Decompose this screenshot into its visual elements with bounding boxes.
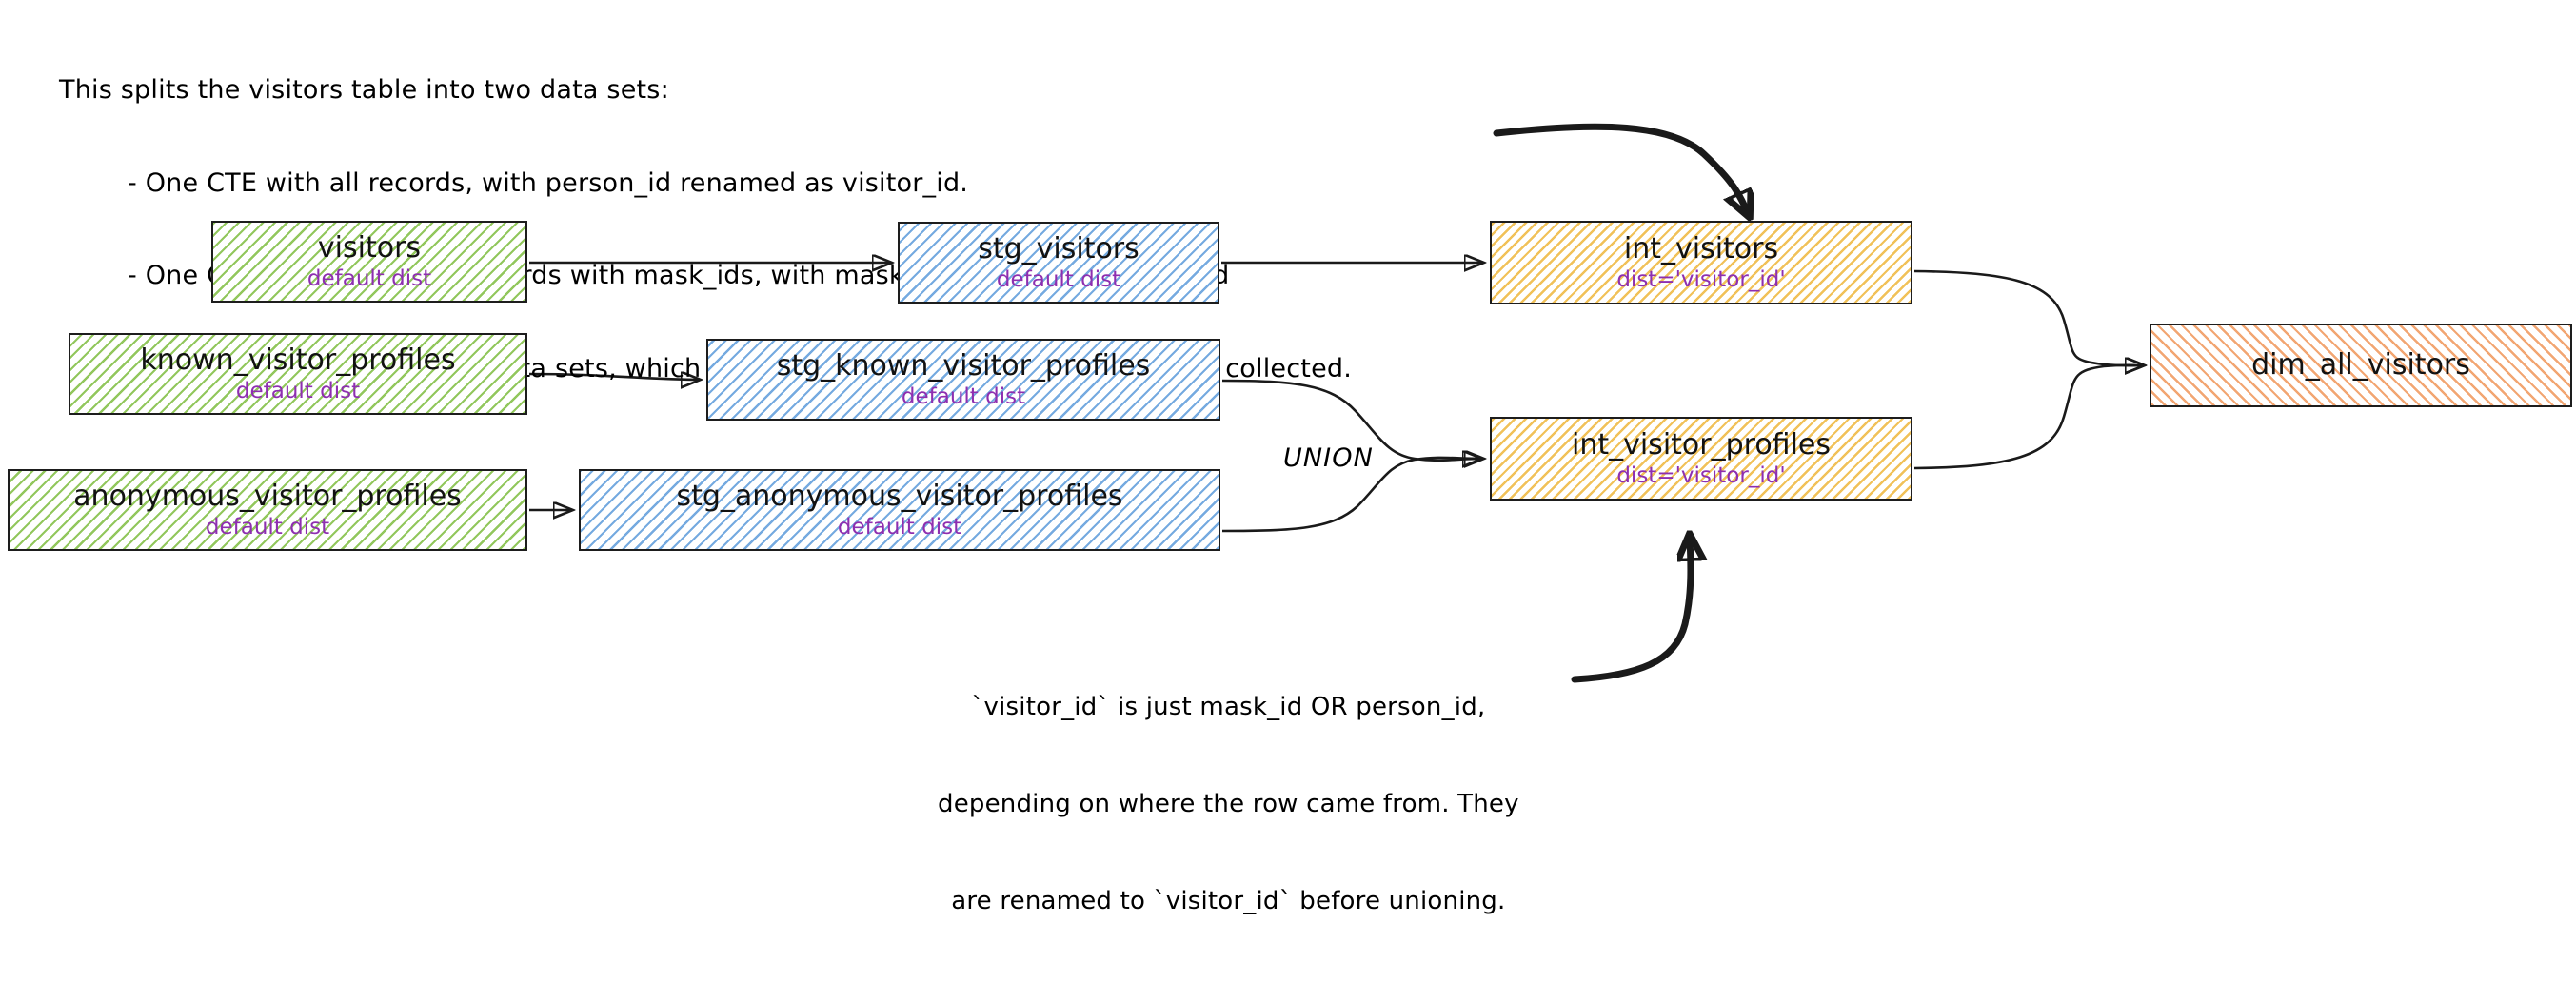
node-int-visitors-fill xyxy=(1492,223,1911,303)
annotation-bottom-line-1: `visitor_id` is just mask_id OR person_i… xyxy=(971,693,1486,721)
node-known-visitor-profiles-title: known_visitor_profiles xyxy=(140,343,456,377)
node-dim-all-visitors-fill xyxy=(2151,325,2570,405)
node-int-visitors-subtitle: dist='visitor_id' xyxy=(1616,266,1786,292)
diagram-canvas: This splits the visitors table into two … xyxy=(8,75,2572,915)
node-int-visitors[interactable]: int_visitors dist='visitor_id' xyxy=(1490,221,1912,304)
node-anonymous-visitor-profiles[interactable]: anonymous_visitor_profiles default dist xyxy=(8,469,527,551)
node-stg-anonymous-visitor-profiles-title: stg_anonymous_visitor_profiles xyxy=(676,479,1123,513)
node-stg-visitors-subtitle: default dist xyxy=(996,266,1121,292)
node-int-visitor-profiles-fill xyxy=(1492,419,1911,499)
node-stg-known-visitor-profiles[interactable]: stg_known_visitor_profiles default dist xyxy=(706,339,1220,421)
node-visitors-fill xyxy=(213,223,525,301)
node-stg-visitors-fill xyxy=(900,224,1218,302)
node-stg-anonymous-visitor-profiles-subtitle: default dist xyxy=(837,514,962,540)
node-int-visitor-profiles[interactable]: int_visitor_profiles dist='visitor_id' xyxy=(1490,417,1912,501)
node-stg-visitors[interactable]: stg_visitors default dist xyxy=(898,222,1219,304)
node-known-visitor-profiles[interactable]: known_visitor_profiles default dist xyxy=(69,333,527,415)
edge-int-visitor-profiles-to-dim-all-visitors xyxy=(1913,365,2144,470)
annotation-top-line-2: - One CTE with all records, with person_… xyxy=(128,167,969,198)
node-int-visitor-profiles-subtitle: dist='visitor_id' xyxy=(1616,462,1786,488)
node-stg-known-visitor-profiles-subtitle: default dist xyxy=(901,383,1026,409)
node-stg-known-visitor-profiles-title: stg_known_visitor_profiles xyxy=(776,348,1151,383)
annotation-bottom: `visitor_id` is just mask_id OR person_i… xyxy=(938,626,1519,982)
node-anonymous-visitor-profiles-title: anonymous_visitor_profiles xyxy=(73,479,462,513)
node-visitors[interactable]: visitors default dist xyxy=(211,221,527,303)
node-anonymous-visitor-profiles-subtitle: default dist xyxy=(205,514,330,540)
union-label: UNION xyxy=(1283,443,1374,473)
node-int-visitor-profiles-title: int_visitor_profiles xyxy=(1571,427,1831,462)
node-stg-known-visitor-profiles-fill xyxy=(708,341,1219,419)
node-known-visitor-profiles-subtitle: default dist xyxy=(235,378,361,403)
edge-note-bottom-to-int-visitor-profiles xyxy=(1571,539,1691,683)
node-dim-all-visitors[interactable]: dim_all_visitors xyxy=(2150,324,2572,407)
node-dim-all-visitors-title: dim_all_visitors xyxy=(2251,348,2470,382)
node-visitors-title: visitors xyxy=(317,230,422,265)
annotation-bottom-line-3: are renamed to `visitor_id` before union… xyxy=(951,887,1506,915)
node-stg-visitors-title: stg_visitors xyxy=(978,231,1139,265)
node-stg-anonymous-visitor-profiles-fill xyxy=(581,471,1219,549)
node-visitors-subtitle: default dist xyxy=(307,265,432,291)
edge-int-visitors-to-dim-all-visitors xyxy=(1913,269,2144,365)
annotation-top-line-1: This splits the visitors table into two … xyxy=(59,75,669,105)
edge-note-top-to-int-visitors xyxy=(1493,123,1748,213)
node-known-visitor-profiles-fill xyxy=(70,335,525,413)
annotation-bottom-line-2: depending on where the row came from. Th… xyxy=(938,790,1519,818)
node-stg-anonymous-visitor-profiles[interactable]: stg_anonymous_visitor_profiles default d… xyxy=(579,469,1220,551)
node-int-visitors-title: int_visitors xyxy=(1623,231,1779,265)
node-anonymous-visitor-profiles-fill xyxy=(10,471,525,549)
